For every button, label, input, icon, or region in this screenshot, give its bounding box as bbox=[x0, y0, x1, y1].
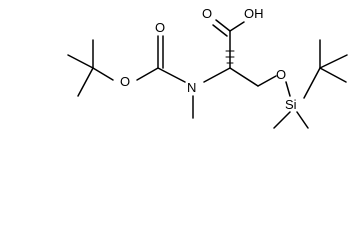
carboxyl-hydroxyl-label: OH bbox=[244, 6, 264, 21]
bond-tbu2-me2 bbox=[319, 54, 348, 69]
bond-si-tbu bbox=[303, 67, 321, 99]
bond-ester-o-tbu bbox=[92, 67, 114, 81]
bond-si-me2 bbox=[296, 111, 309, 129]
bond-carbonyl-ester-o bbox=[136, 67, 159, 81]
bond-c-oh bbox=[229, 21, 245, 32]
bond-tbu2-me3 bbox=[319, 67, 347, 83]
bond-tbu-me2 bbox=[67, 54, 94, 69]
bond-ch2-o bbox=[257, 75, 277, 87]
amine-nitrogen-label: N bbox=[187, 80, 196, 95]
structure-diagram: O OH O O N O Si bbox=[67, 6, 348, 129]
bond-tbu-me3 bbox=[77, 67, 94, 97]
stereo-hash-bond bbox=[225, 50, 235, 64]
bond-c-double-o-2 bbox=[212, 24, 228, 37]
bond-o-si bbox=[285, 81, 291, 97]
ether-oxygen-label: O bbox=[276, 67, 286, 82]
boc-ester-oxygen-label: O bbox=[120, 74, 130, 89]
bond-ca-ch2 bbox=[229, 67, 259, 87]
bond-n-carbonyl bbox=[157, 67, 186, 83]
boc-carbonyl-oxygen-label: O bbox=[155, 20, 165, 35]
bond-si-me1 bbox=[273, 111, 291, 129]
carboxyl-oxygen-label: O bbox=[202, 6, 212, 21]
silicon-label: Si bbox=[285, 97, 297, 112]
bond-ca-n bbox=[203, 67, 231, 83]
bond-c-double-o bbox=[215, 19, 231, 32]
